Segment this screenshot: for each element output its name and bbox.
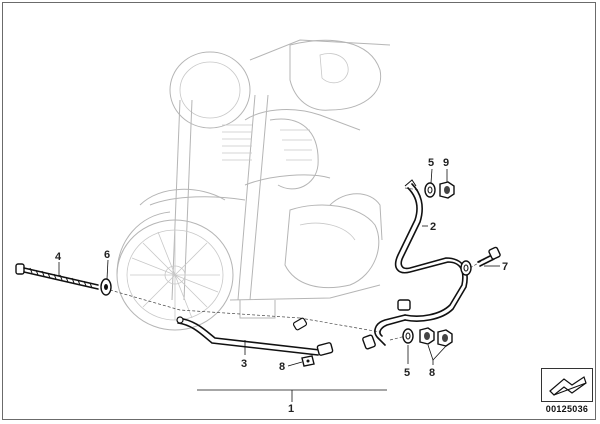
callout-8-center: 8 [279,361,285,373]
callout-7: 7 [502,261,508,273]
wrench-sheet-icon [549,376,587,396]
part-6-washer [100,278,112,296]
part-7-bolt-and-washer [460,246,501,276]
callout-5-top: 5 [428,157,434,169]
part-2-crash-bar [362,179,468,350]
callout-3: 3 [241,358,247,370]
callout-2: 2 [430,221,436,233]
leader-lines [58,168,500,402]
callout-9: 9 [443,157,449,169]
diagram-frame [2,2,596,420]
parts-diagram-logo-icon [541,368,593,402]
part-4-long-bolt [15,263,99,290]
reference-code: 00125036 [545,404,589,414]
bottom-hardware [402,327,453,347]
callout-1: 1 [288,403,294,415]
top-hardware [424,181,455,199]
motorcycle-silhouette [116,39,391,331]
callout-4: 4 [55,251,62,263]
callout-labels: 4 6 5 9 2 7 3 8 5 8 1 [55,157,508,415]
callout-5-bottom: 5 [404,367,410,379]
assembly-guide-lines [109,187,491,341]
part-3-lower-bar [176,316,334,356]
callout-8-right: 8 [429,367,435,379]
callout-6: 6 [104,249,110,261]
part-8-clip [301,355,315,367]
